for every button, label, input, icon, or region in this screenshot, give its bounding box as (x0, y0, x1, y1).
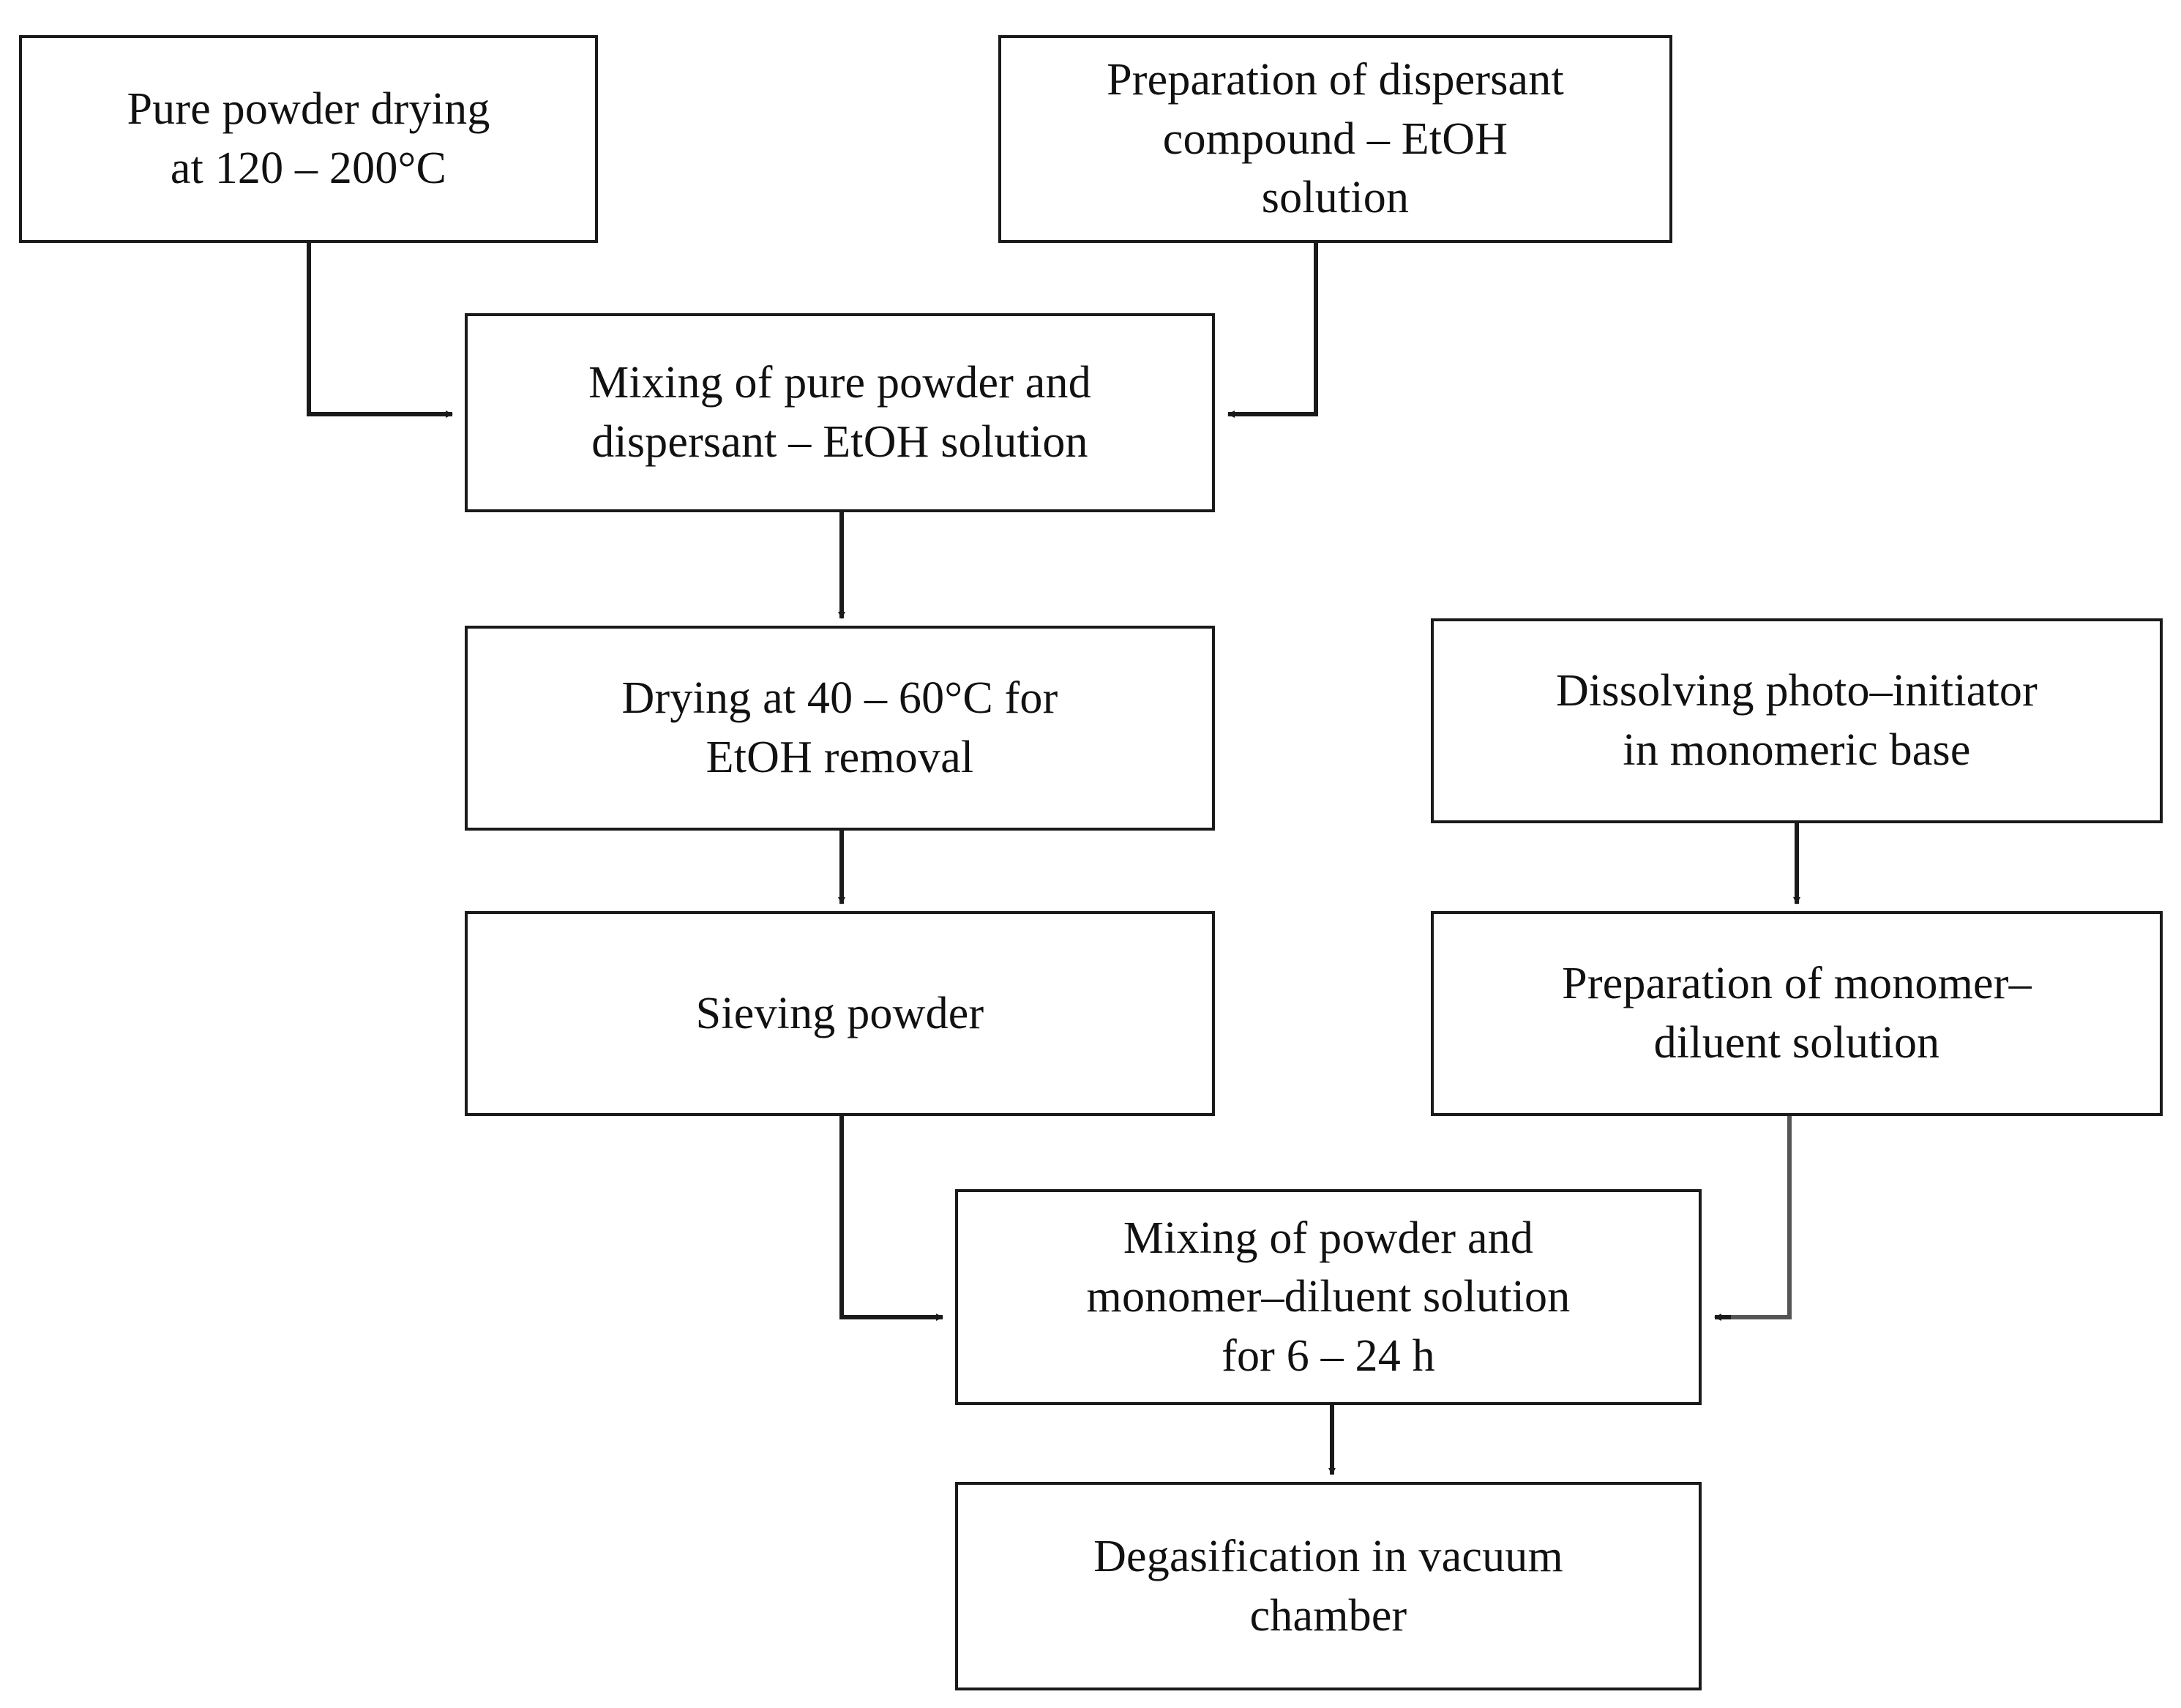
edge-drying-to-mixing1 (307, 243, 453, 418)
node-label: Drying at 40 – 60°C for EtOH removal (621, 673, 1058, 782)
node-dissolving-photo-initiator[interactable]: Dissolving photo–initiator in monomeric … (1431, 618, 2163, 823)
node-label: Sieving powder (695, 988, 984, 1038)
node-mixing-powder-monomer[interactable]: Mixing of powder and monomer–diluent sol… (955, 1189, 1702, 1405)
edge-sieving-to-mixing2 (839, 1116, 943, 1321)
node-label: Dissolving photo–initiator in monomeric … (1556, 666, 2038, 775)
node-preparation-monomer-diluent[interactable]: Preparation of monomer– diluent solution (1431, 911, 2163, 1116)
node-pure-powder-drying[interactable]: Pure powder drying at 120 – 200°C (19, 35, 598, 243)
edge-monomer-to-mixing2 (1714, 1116, 1792, 1321)
node-mixing-powder-dispersant[interactable]: Mixing of pure powder and dispersant – E… (465, 313, 1215, 512)
node-label: Degasification in vacuum chamber (1093, 1531, 1563, 1641)
node-sieving-powder[interactable]: Sieving powder (465, 911, 1215, 1116)
node-label: Mixing of pure powder and dispersant – E… (588, 358, 1091, 467)
node-degasification-vacuum[interactable]: Degasification in vacuum chamber (955, 1482, 1702, 1690)
node-label: Preparation of monomer– diluent solution (1562, 959, 2032, 1068)
edge-dispersant-to-mixing1 (1227, 243, 1318, 418)
node-label: Pure powder drying at 120 – 200°C (127, 84, 490, 193)
node-drying-etoh-removal[interactable]: Drying at 40 – 60°C for EtOH removal (465, 626, 1215, 831)
node-label: Preparation of dispersant compound – EtO… (1107, 55, 1564, 223)
node-label: Mixing of powder and monomer–diluent sol… (1086, 1213, 1571, 1381)
node-preparation-of-dispersant[interactable]: Preparation of dispersant compound – EtO… (998, 35, 1672, 243)
